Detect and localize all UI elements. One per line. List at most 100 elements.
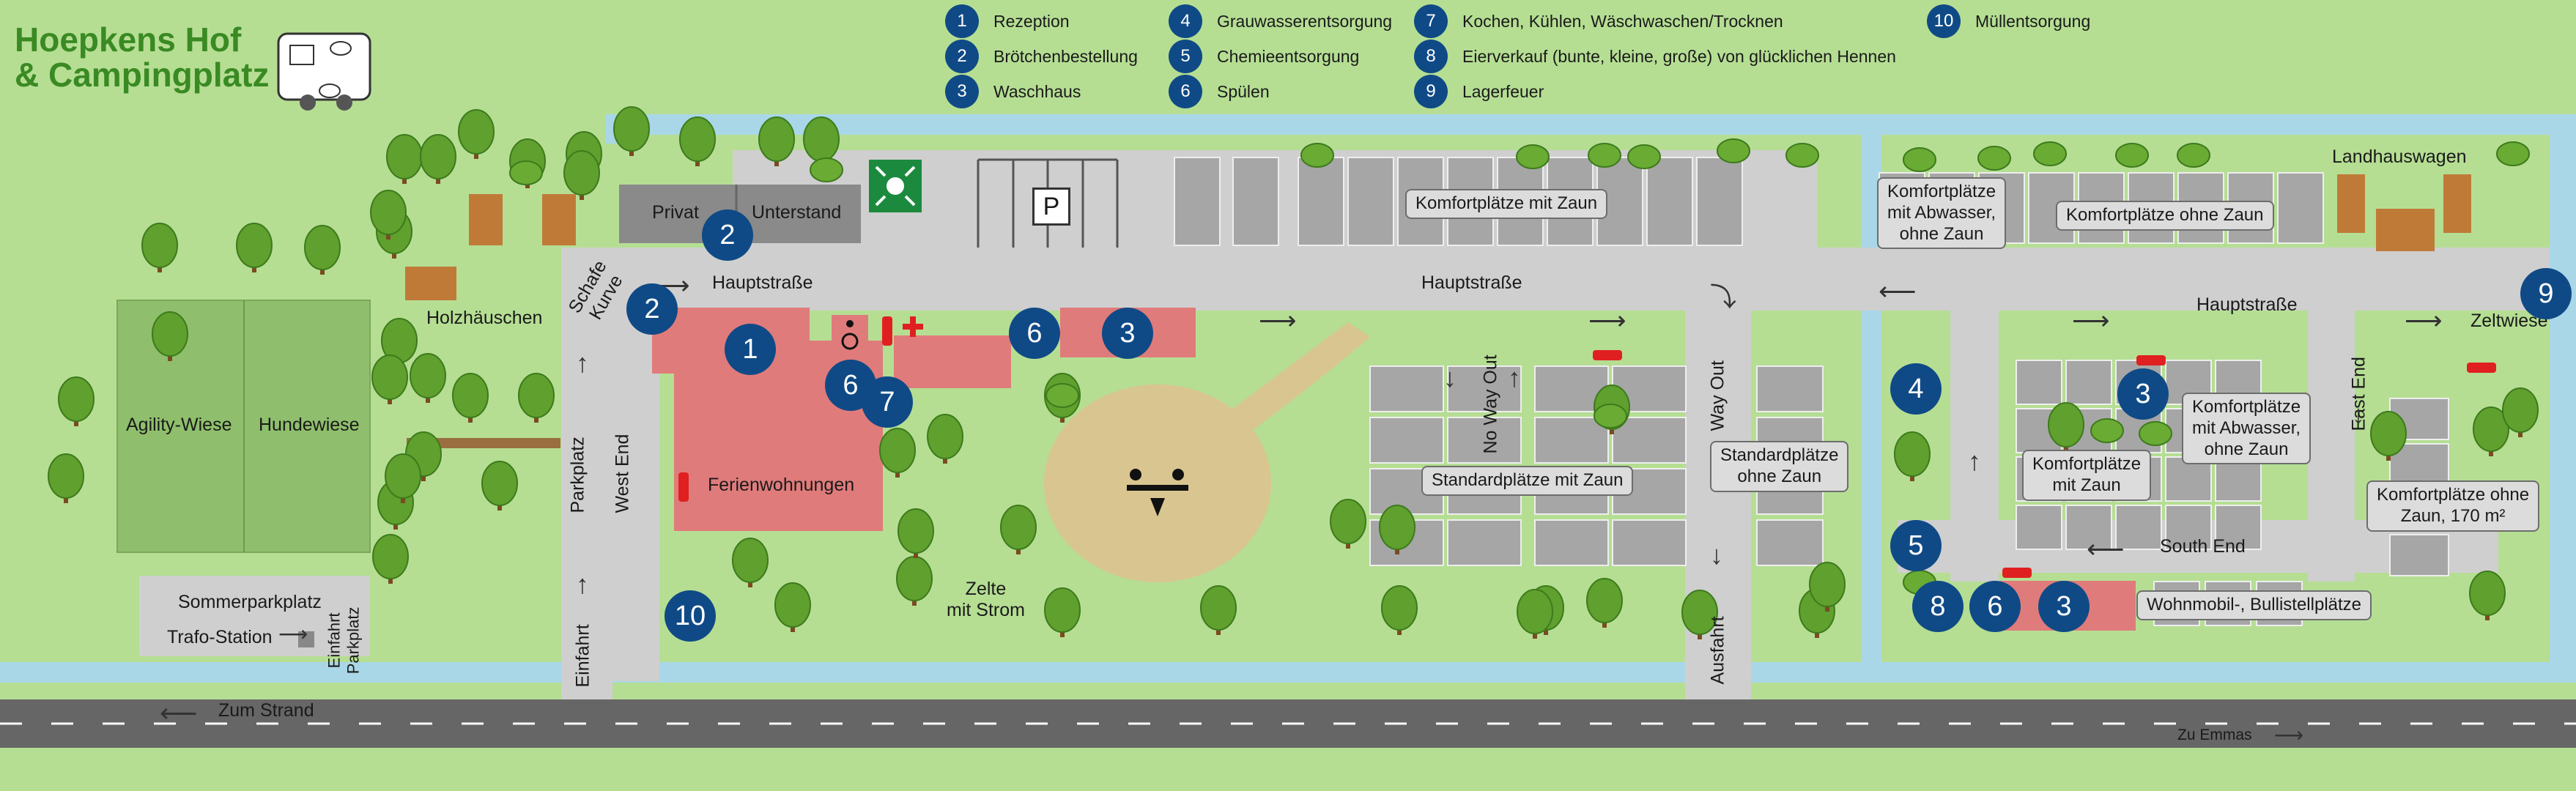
arrow-right-icon: ⟶ [1588, 305, 1626, 335]
label-hauptstrasse-right: Hauptstraße [2196, 294, 2298, 315]
tree-icon [1894, 431, 1931, 481]
tree-icon [1200, 585, 1237, 635]
tree-icon [563, 150, 600, 200]
legend-number: 6 [1169, 75, 1202, 108]
tree-icon [410, 353, 446, 403]
label-zum-strand: Zum Strand [218, 700, 314, 721]
gravel-pitch [1534, 519, 1609, 566]
tree-icon [1044, 587, 1081, 637]
arrow-up-icon: ↑ [1508, 363, 1521, 393]
marker-6[interactable]: 6 [1009, 308, 1060, 359]
legend-label: Grauwasserentsorgung [1217, 11, 1393, 31]
marker-5[interactable]: 5 [1890, 520, 1942, 571]
legend-item: 5 Chemieentsorgung [1169, 40, 1359, 73]
arrow-turn-icon: ⤵ [1710, 282, 1737, 312]
label-way-out: Way Out [1707, 360, 1728, 431]
site-title: Hoepkens Hof & Campingplatz [15, 22, 270, 93]
legend-number: 7 [1414, 4, 1448, 38]
label-standard-ohne-zaun: Standardplätze ohne Zaun [1710, 441, 1849, 492]
bush-icon [1594, 404, 1627, 428]
legend-number: 8 [1414, 40, 1448, 73]
legend-number: 5 [1169, 40, 1202, 73]
bush-icon [1717, 138, 1750, 163]
marker-4[interactable]: 4 [1890, 363, 1942, 415]
label-komfort-zaun-right: Komfortplätze mit Zaun [2022, 450, 2152, 501]
label-hauptstrasse-left: Hauptstraße [712, 272, 813, 293]
bush-icon [2177, 143, 2210, 168]
tree-icon [679, 116, 716, 166]
playground-sand [1044, 385, 1271, 582]
gravel-pitch [1369, 417, 1444, 464]
bush-icon [2115, 143, 2149, 168]
tree-icon [897, 508, 934, 558]
label-ausfahrt: Ausfahrt [1707, 616, 1728, 685]
legend-number: 3 [945, 75, 979, 108]
arrow-right-icon: ⟶ [2405, 305, 2443, 335]
tree-icon [48, 453, 84, 503]
gravel-pitch [1447, 519, 1522, 566]
bush-icon [2496, 141, 2530, 166]
marker-2[interactable]: 2 [702, 209, 753, 261]
arrow-down-icon: ↓ [1443, 363, 1457, 393]
marker-3[interactable]: 3 [1102, 308, 1153, 359]
arrow-right-icon: ⟶ [1259, 305, 1297, 335]
label-south-end: South End [2160, 536, 2246, 557]
gravel-pitch [1347, 157, 1394, 246]
marker-10[interactable]: 10 [665, 590, 716, 642]
marker-8[interactable]: 8 [1912, 581, 1964, 632]
tree-icon [1681, 590, 1718, 639]
legend-label: Spülen [1217, 81, 1270, 101]
gravel-pitch [2016, 505, 2062, 550]
marker-2[interactable]: 2 [626, 283, 678, 335]
fire-extinguisher-icons [678, 316, 2496, 578]
marker-9[interactable]: 9 [2520, 268, 2572, 319]
legend-label: Chemieentsorgung [1217, 46, 1360, 66]
legend-number: 2 [945, 40, 979, 73]
tree-icon [481, 461, 518, 510]
gravel-pitch [1612, 519, 1687, 566]
bush-icon [1977, 146, 2011, 171]
gravel-pitch [1232, 157, 1279, 246]
tree-icon [152, 311, 188, 361]
bush-icon [2033, 141, 2067, 166]
arrow-down-icon: ↓ [1710, 540, 1723, 570]
bush-icon [509, 160, 543, 185]
gravel-pitch [1756, 365, 1824, 412]
assembly-point-icon [869, 160, 922, 212]
gravel-pitch [2277, 172, 2324, 244]
bush-icon [1785, 143, 1819, 168]
site-title-line2: & Campingplatz [15, 56, 270, 94]
legend-item: 6 Spülen [1169, 75, 1270, 108]
label-unterstand: Unterstand [752, 202, 842, 223]
tree-icon [420, 134, 456, 184]
tree-icon [927, 414, 963, 464]
marker-3[interactable]: 3 [2117, 368, 2169, 420]
tree-icon [774, 582, 811, 632]
bush-icon [2090, 418, 2124, 443]
tree-icon [2473, 406, 2509, 456]
arrow-up-icon: ↑ [576, 348, 589, 378]
tree-icon [1381, 585, 1418, 635]
label-komfort-zaun-top: Komfortplätze mit Zaun [1405, 189, 1608, 219]
label-zelte-mit-strom: Zelte mit Strom [947, 579, 1025, 620]
tree-icon [452, 373, 489, 423]
label-hundewiese: Hundewiese [259, 415, 360, 435]
marker-6[interactable]: 6 [1969, 581, 2021, 632]
label-einfahrt: Einfahrt [572, 624, 593, 688]
marker-3[interactable]: 3 [2038, 581, 2090, 632]
gravel-pitch [1646, 157, 1693, 246]
marker-1[interactable]: 1 [725, 324, 776, 375]
tree-icon [518, 373, 555, 423]
marker-7[interactable]: 7 [862, 376, 913, 428]
gravel-pitch [1696, 157, 1743, 246]
label-parkplatz: Parkplatz [567, 437, 588, 513]
